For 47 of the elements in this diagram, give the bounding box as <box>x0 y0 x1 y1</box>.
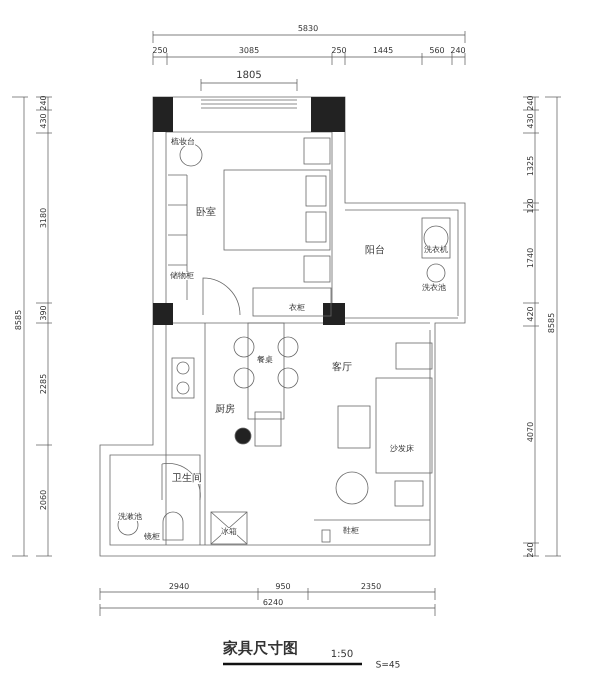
dimension-value: 240 <box>527 95 535 111</box>
furniture-label: 镜柜 <box>144 533 160 541</box>
furniture-label: 梳妆台 <box>171 138 195 146</box>
dimension-value: 250 <box>331 47 347 55</box>
dimension-value: 2350 <box>360 583 382 591</box>
furniture-label: 洗漱池 <box>118 513 142 521</box>
dimension-value: 240 <box>40 95 48 111</box>
dimension-value: 950 <box>275 583 291 591</box>
furniture-label: 沙发床 <box>390 445 414 453</box>
dimension-value: 240 <box>450 47 466 55</box>
furniture-label: 餐桌 <box>257 356 273 364</box>
furniture-label: 洗衣池 <box>422 284 446 292</box>
dimension-value: 8585 <box>548 312 556 334</box>
furniture-label: 衣柜 <box>289 304 305 312</box>
room-label: 客厅 <box>332 363 352 373</box>
dimension-value: 3085 <box>238 47 260 55</box>
dimension-value: 560 <box>429 47 445 55</box>
drawing-title: 家具尺寸图 <box>223 641 298 656</box>
dimension-value: 1445 <box>372 47 394 55</box>
room-label: 卧室 <box>196 208 216 218</box>
dimension-value: 240 <box>527 542 535 558</box>
dimension-value: 120 <box>527 198 535 214</box>
dimension-value: 1325 <box>527 156 535 176</box>
dimension-value: 430 <box>527 113 535 129</box>
room-label: 卫生间 <box>172 474 202 484</box>
dimension-value: 250 <box>152 47 168 55</box>
dimension-value: 5830 <box>298 25 318 33</box>
furniture-label: 洗衣机 <box>424 246 448 254</box>
scale-note: 1:50 <box>330 650 354 660</box>
furniture-label: 储物柜 <box>170 272 194 280</box>
room-label: 厨房 <box>215 405 235 415</box>
room-label: 阳台 <box>365 246 385 256</box>
dimension-value: 6240 <box>262 599 284 607</box>
dimension-value: 4070 <box>527 422 535 442</box>
dimension-value: 430 <box>40 113 48 129</box>
dimension-value: 1740 <box>527 248 535 268</box>
furniture-label: 冰箱 <box>221 528 237 536</box>
dimension-value: 2940 <box>168 583 190 591</box>
dimension-value: 8585 <box>15 310 23 330</box>
dimension-value: 2060 <box>40 490 48 510</box>
dimension-value: 2285 <box>40 374 48 394</box>
dimension-value: 420 <box>527 306 535 322</box>
dimension-value: 3180 <box>40 208 48 228</box>
dimension-value: 390 <box>40 305 48 321</box>
dimension-value: 1805 <box>236 71 262 81</box>
furniture-label: 鞋柜 <box>343 527 359 535</box>
area-note: S=45 <box>376 662 400 670</box>
